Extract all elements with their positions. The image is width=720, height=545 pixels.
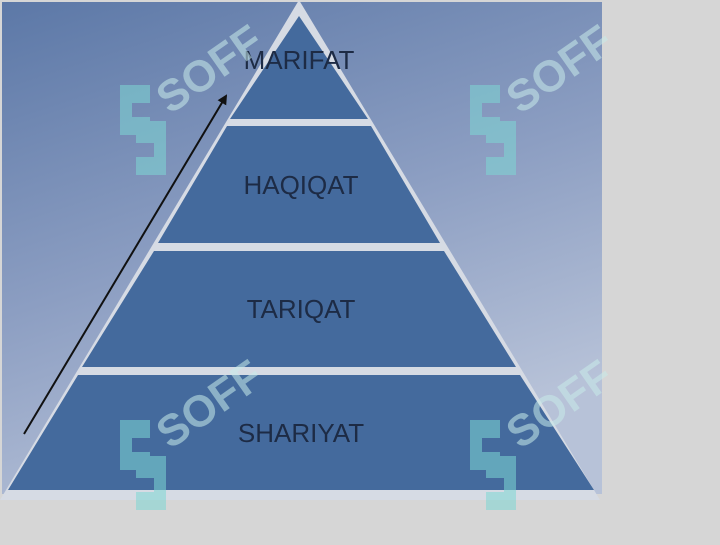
- tier-label-tariqat: TARIQAT: [247, 294, 356, 324]
- tier-label-haqiqat: HAQIQAT: [243, 170, 358, 200]
- tier-tariqat: [82, 251, 516, 367]
- tier-marifat: [230, 16, 368, 119]
- tier-label-marifat: MARIFAT: [244, 45, 355, 75]
- tier-haqiqat: [158, 126, 440, 243]
- ascent-arrow: [23, 94, 228, 435]
- tier-label-shariyat: SHARIYAT: [238, 418, 364, 448]
